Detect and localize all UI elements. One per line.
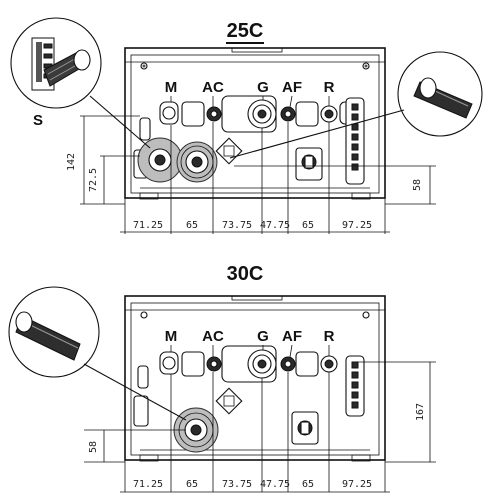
- dim-30c-5: 65: [302, 479, 314, 490]
- connection-label-r: R: [324, 79, 335, 96]
- dim-25c-4: 47.75: [260, 220, 290, 231]
- boiler-body-30c: [124, 295, 386, 462]
- diagram-title-30c: 30C: [227, 263, 264, 285]
- dim-25c-72-5: 72.5: [88, 168, 99, 192]
- dim-30c-4: 47.75: [260, 479, 290, 490]
- connection-label-g: G: [257, 79, 269, 96]
- connection-label-af-30c: AF: [282, 328, 302, 345]
- dim-25c-142: 142: [66, 153, 77, 171]
- connection-label-ac-30c: AC: [202, 328, 224, 345]
- vertical-dim-right-25c: [234, 165, 436, 205]
- dim-25c-2: 65: [186, 220, 198, 231]
- dim-25c-3: 73.75: [222, 220, 252, 231]
- dim-25c-1: 71.25: [133, 220, 163, 231]
- boiler-body-25c: [124, 47, 386, 200]
- connection-label-af: AF: [282, 79, 302, 96]
- vertical-dim-left-30c: [84, 429, 186, 463]
- leader-lines-30c: [170, 344, 330, 358]
- connection-label-m-30c: M: [165, 328, 178, 345]
- flue-outlets-25c: [137, 137, 218, 183]
- magnifier-left-30c: [8, 286, 187, 421]
- dim-30c-6: 97.25: [342, 479, 372, 490]
- vertical-dim-right-30c: [352, 361, 436, 463]
- connection-label-m: M: [165, 79, 178, 96]
- fittings-25c: [133, 95, 365, 185]
- vertical-dims-left-25c: [80, 115, 140, 205]
- dim-30c-1: 71.25: [133, 479, 163, 490]
- magnifier-right-25c: [229, 51, 483, 159]
- connection-label-ac: AC: [202, 79, 224, 96]
- connection-label-g-30c: G: [257, 328, 269, 345]
- fittings-30c: [133, 345, 365, 445]
- dim-30c-167: 167: [415, 403, 426, 421]
- magnifier-left-25c: [10, 17, 151, 149]
- extension-lines-30c: [124, 372, 386, 492]
- leader-lines-25c: [170, 95, 330, 108]
- dim-25c-58: 58: [412, 179, 423, 191]
- diagram-title-25c: 25C: [227, 20, 264, 42]
- dim-30c-3: 73.75: [222, 479, 252, 490]
- side-label-s: S: [33, 112, 43, 129]
- connection-label-r-30c: R: [324, 328, 335, 345]
- dim-30c-58: 58: [88, 441, 99, 453]
- dim-30c-2: 65: [186, 479, 198, 490]
- dim-25c-5: 65: [302, 220, 314, 231]
- dim-25c-6: 97.25: [342, 220, 372, 231]
